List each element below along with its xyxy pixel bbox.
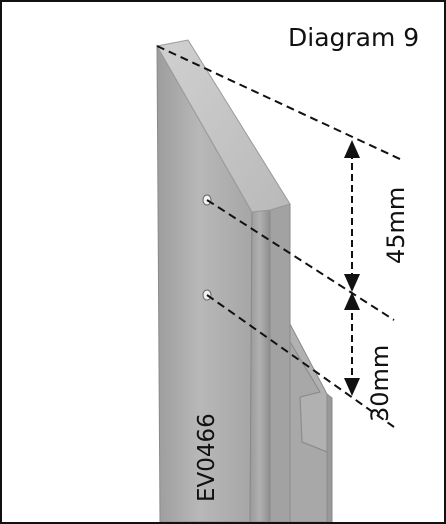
post-channel-strip (249, 209, 271, 522)
post-top-bevel (156, 39, 291, 213)
post-lower-bracket-side (326, 392, 333, 522)
diagram-title: Diagram 9 (288, 23, 419, 52)
extension-line-top (156, 45, 403, 161)
post-lower-bracket-face (289, 340, 328, 522)
arrowhead-30-bottom (344, 378, 360, 396)
arrowhead-45-top (344, 140, 360, 158)
arrowhead-30-top (344, 292, 360, 310)
dimension-label-45: 45mm (382, 187, 410, 264)
arrowhead-45-bottom (344, 274, 360, 292)
extension-line-upper-hole (206, 199, 395, 321)
dimension-label-30: 30mm (366, 345, 394, 422)
part-code-label: EV0466 (194, 413, 220, 502)
